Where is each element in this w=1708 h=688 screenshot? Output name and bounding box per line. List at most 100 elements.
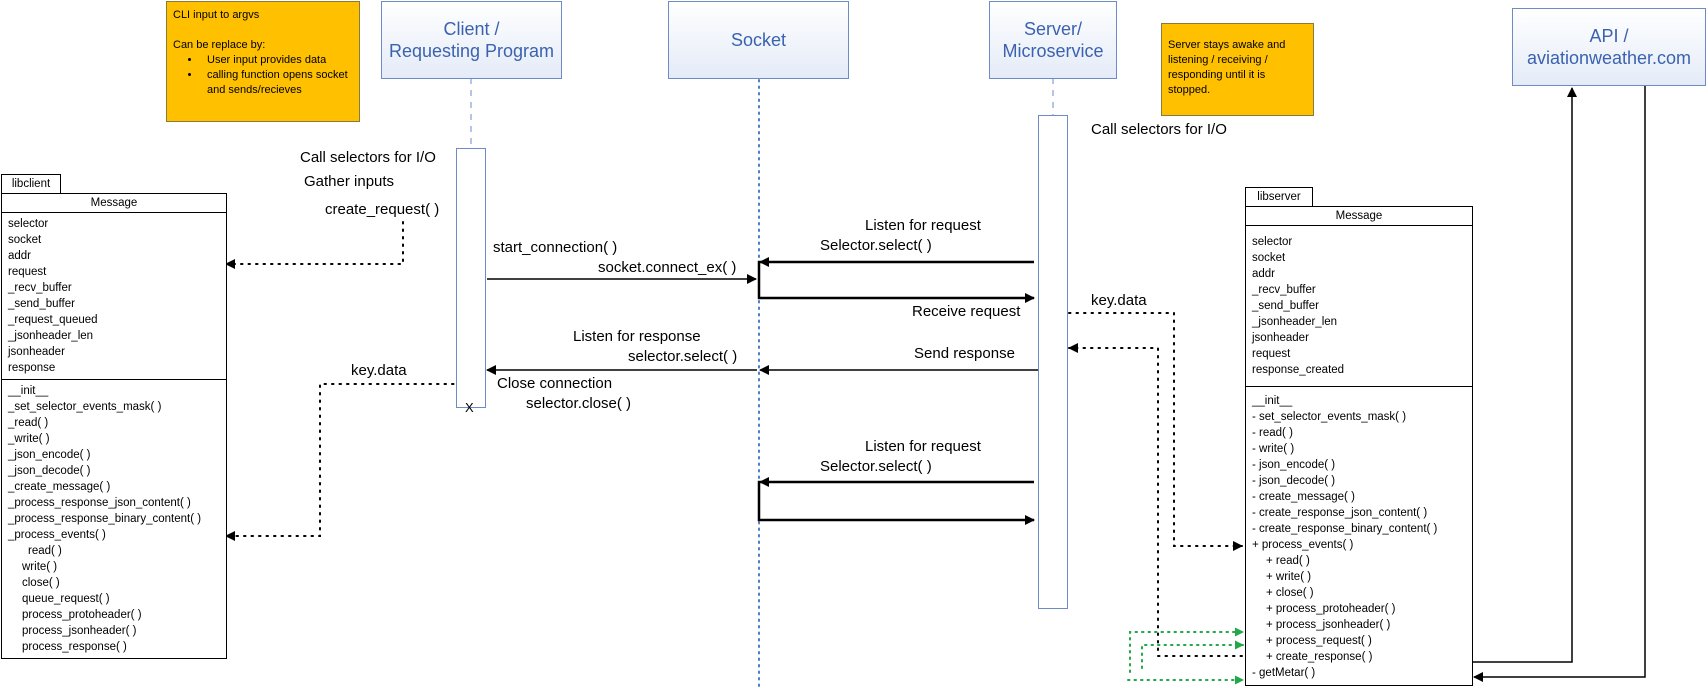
class-method: _read( ) xyxy=(8,417,49,429)
class-method: - json_encode( ) xyxy=(1252,459,1336,471)
client-selectors-label: Call selectors for I/O xyxy=(300,149,436,166)
api-header: API / aviationweather.com xyxy=(1512,8,1706,86)
cli-note-bullet: User input provides data xyxy=(201,53,353,68)
class-attribute: socket xyxy=(8,234,42,246)
cli-note-bullet: calling function opens socket and sends/… xyxy=(201,68,353,98)
socket-header: Socket xyxy=(668,1,849,79)
cli-note-bullets: User input provides data calling functio… xyxy=(173,53,353,98)
api-return-arrow xyxy=(1473,86,1646,682)
cli-note-line2: Can be replace by: xyxy=(173,39,266,51)
class-method: + create_response( ) xyxy=(1266,651,1373,663)
class-method: _json_encode( ) xyxy=(8,449,91,461)
class-attribute: addr xyxy=(8,250,32,262)
class-attribute: selector xyxy=(8,218,49,230)
class-method: - create_response_binary_content( ) xyxy=(1252,523,1438,535)
class-method: - read( ) xyxy=(1252,427,1293,439)
libserver-package-label: libserver xyxy=(1257,191,1301,203)
class-attribute: _send_buffer xyxy=(8,298,75,310)
selector-loop-1 xyxy=(757,260,1035,303)
class-method: process_response( ) xyxy=(22,641,127,653)
class-method: - json_decode( ) xyxy=(1252,475,1336,487)
libclient-methods: __init__ _set_selector_events_mask( ) _rea… xyxy=(2,380,226,658)
listen-request-2-label: Listen for request xyxy=(865,438,981,455)
class-attribute: jsonheader xyxy=(1252,332,1309,344)
key-data-server-connector xyxy=(1068,312,1243,551)
listen-response-label: Listen for response xyxy=(573,328,701,345)
class-attribute: request xyxy=(1252,348,1291,360)
libclient-class-name: Message xyxy=(2,194,226,213)
api-header-label: API / aviationweather.com xyxy=(1526,26,1692,68)
class-method: + write( ) xyxy=(1266,571,1312,583)
class-attribute: _jsonheader_len xyxy=(8,330,94,342)
key-data-client-connector xyxy=(225,383,462,541)
class-attribute: _jsonheader_len xyxy=(1252,316,1338,328)
terminate-x-marker: X xyxy=(465,400,474,415)
send-response-label: Send response xyxy=(914,345,1015,362)
server-return-connector xyxy=(1068,343,1243,657)
class-method: - getMetar( ) xyxy=(1252,667,1316,679)
cli-note: CLI input to argvs Can be replace by: Us… xyxy=(166,1,360,122)
key-data-server-label: key.data xyxy=(1091,292,1147,309)
class-method: + process_events( ) xyxy=(1252,539,1354,551)
class-method: - create_message( ) xyxy=(1252,491,1355,503)
green-arrow-2 xyxy=(1141,640,1244,669)
create-request-connector xyxy=(225,221,404,269)
class-method: + process_protoheader( ) xyxy=(1266,603,1396,615)
class-attribute: socket xyxy=(1252,252,1286,264)
class-attribute: jsonheader xyxy=(8,346,65,358)
client-activation-bar xyxy=(456,148,486,408)
class-method: read( ) xyxy=(28,545,62,557)
class-method: close( ) xyxy=(22,577,60,589)
class-method: + close( ) xyxy=(1266,587,1314,599)
server-activation-bar xyxy=(1038,115,1068,609)
libserver-class-name: Message xyxy=(1246,207,1472,226)
api-call-arrow xyxy=(1473,87,1577,663)
class-attribute: response_created xyxy=(1252,364,1345,376)
socket-header-label: Socket xyxy=(730,30,787,50)
selector-select-2-label: Selector.select( ) xyxy=(820,458,932,475)
start-connection-label: start_connection( ) xyxy=(493,239,618,256)
class-method: _process_events( ) xyxy=(8,529,106,541)
class-attribute: _send_buffer xyxy=(1252,300,1319,312)
class-attribute: _recv_buffer xyxy=(1252,284,1316,296)
class-method: _process_response_json_content( ) xyxy=(8,497,191,509)
create-request-label: create_request( ) xyxy=(325,201,440,218)
selector-select-1-label: Selector.select( ) xyxy=(820,237,932,254)
server-note: Server stays awake and listening / recei… xyxy=(1161,23,1314,116)
libclient-package-tab: libclient xyxy=(1,174,61,193)
green-arrow-1 xyxy=(1129,627,1244,673)
libserver-package-tab: libserver xyxy=(1245,187,1313,206)
class-method: process_protoheader( ) xyxy=(22,609,142,621)
class-attribute: response xyxy=(8,362,56,374)
class-method: __init__ xyxy=(8,385,49,397)
class-method: _set_selector_events_mask( ) xyxy=(8,401,162,413)
class-attribute: _request_queued xyxy=(8,314,98,326)
cli-note-line1: CLI input to argvs xyxy=(173,9,260,21)
class-method: - set_selector_events_mask( ) xyxy=(1252,411,1407,423)
server-header: Server/ Microservice xyxy=(989,1,1117,79)
class-attribute: request xyxy=(8,266,47,278)
class-method: _process_response_binary_content( ) xyxy=(8,513,202,525)
libclient-package-label: libclient xyxy=(11,178,51,190)
class-method: _create_message( ) xyxy=(8,481,111,493)
class-method: write( ) xyxy=(22,561,58,573)
server-header-label: Server/ Microservice xyxy=(1002,19,1104,61)
class-method: - create_response_json_content( ) xyxy=(1252,507,1428,519)
selector-close-label: selector.close( ) xyxy=(526,395,632,412)
class-method: __init__ xyxy=(1252,395,1293,407)
class-method: _write( ) xyxy=(8,433,50,445)
selector-loop-2 xyxy=(757,480,1035,525)
class-attribute: addr xyxy=(1252,268,1276,280)
class-method: - write( ) xyxy=(1252,443,1295,455)
gather-inputs-label: Gather inputs xyxy=(304,173,395,190)
selector-select-client-label: selector.select( ) xyxy=(628,348,738,365)
close-connection-label: Close connection xyxy=(497,375,613,392)
client-header: Client / Requesting Program xyxy=(381,1,562,79)
class-method: + read( ) xyxy=(1266,555,1310,567)
listen-request-1-label: Listen for request xyxy=(865,217,981,234)
